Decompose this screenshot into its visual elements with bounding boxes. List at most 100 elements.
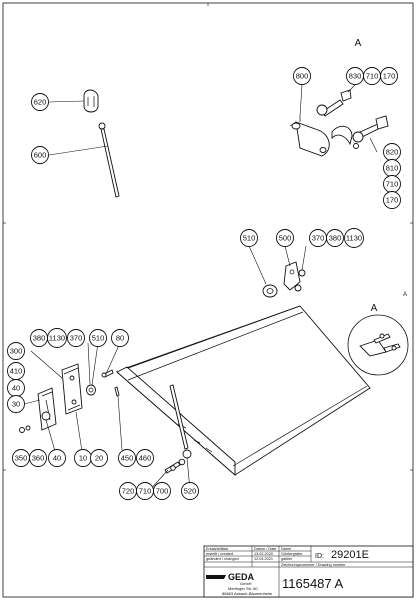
- callout-700: 700: [153, 482, 171, 500]
- callout-370a: 370: [309, 229, 327, 247]
- callout-620: 620: [31, 93, 49, 111]
- callout-group: 620 600 800 830 710 170 820 810 710 170 …: [7, 67, 401, 500]
- side-bracket-drawing: [61, 363, 83, 415]
- svg-text:40: 40: [53, 454, 61, 463]
- svg-text:720: 720: [122, 487, 135, 496]
- svg-text:300: 300: [10, 347, 23, 356]
- svg-text:810: 810: [386, 164, 399, 173]
- svg-text:350: 350: [15, 454, 28, 463]
- rope-drawing: [98, 122, 120, 198]
- detail-a-inset-drawing: [347, 314, 409, 376]
- callout-1130a: 1130: [344, 228, 364, 248]
- svg-text:710: 710: [366, 72, 379, 81]
- svg-text:410: 410: [10, 367, 23, 376]
- callout-510b: 510: [89, 329, 107, 347]
- tb-drawing-number: 1165487 A: [282, 576, 344, 591]
- callout-20: 20: [90, 449, 108, 467]
- svg-text:820: 820: [386, 148, 399, 157]
- tb-address-line2: 86663 Asbach-Bäumenheim: [222, 591, 273, 596]
- tb-erstellt-name: Güntergrabe: [281, 552, 302, 556]
- svg-text:700: 700: [156, 487, 169, 496]
- title-block: Ersatzteilliste Datum / Date Name erstel…: [203, 545, 414, 598]
- callout-170a: 170: [380, 67, 398, 85]
- callout-710a: 710: [363, 67, 381, 85]
- callout-510a: 510: [240, 229, 258, 247]
- company-logo: GEDA: [206, 572, 255, 582]
- callout-520: 520: [181, 482, 199, 500]
- svg-text:170: 170: [386, 196, 399, 205]
- tb-address-line1: Mertinger Str. 60: [228, 586, 258, 591]
- svg-text:1130: 1130: [49, 334, 65, 343]
- bracket-500-drawing: [283, 261, 306, 292]
- svg-text:510: 510: [243, 234, 256, 243]
- callout-410: 410: [7, 362, 25, 380]
- svg-text:510: 510: [92, 334, 105, 343]
- svg-text:80: 80: [116, 334, 124, 343]
- callout-460: 460: [136, 449, 154, 467]
- svg-text:360: 360: [32, 454, 45, 463]
- callout-820: 820: [383, 143, 401, 161]
- svg-text:GEDA: GEDA: [228, 572, 255, 582]
- callout-710b: 710: [383, 175, 401, 193]
- callout-1130b: 1130: [47, 328, 67, 348]
- callout-800: 800: [293, 67, 311, 85]
- screws-720-drawing: [164, 458, 186, 474]
- callout-710c: 710: [136, 482, 154, 500]
- svg-text:380: 380: [329, 234, 342, 243]
- callout-40a: 40: [7, 379, 25, 397]
- bolt-820-drawing: [352, 115, 389, 149]
- tb-erstellt-date: 13.02.2020: [254, 552, 273, 556]
- svg-text:800: 800: [296, 72, 309, 81]
- callout-380a: 380: [326, 229, 344, 247]
- pin-80-drawing: [101, 369, 114, 378]
- tb-geaendert: geändert / changed: [206, 557, 239, 561]
- screws-350-drawing: [19, 425, 31, 433]
- callout-380b: 380: [30, 329, 48, 347]
- callout-170b: 170: [383, 191, 401, 209]
- callout-10: 10: [74, 449, 92, 467]
- callout-810: 810: [383, 159, 401, 177]
- detail-a-top-label: A: [355, 38, 362, 49]
- svg-text:20: 20: [95, 454, 103, 463]
- svg-text:710: 710: [386, 180, 399, 189]
- hinge-bracket-drawing: [289, 116, 353, 157]
- svg-text:460: 460: [139, 454, 152, 463]
- svg-text:380: 380: [33, 334, 46, 343]
- callout-30: 30: [7, 395, 25, 413]
- svg-text:620: 620: [34, 98, 47, 107]
- svg-text:500: 500: [279, 234, 292, 243]
- tb-id-prefix: ID:: [315, 553, 324, 560]
- callout-600: 600: [31, 146, 49, 164]
- svg-text:830: 830: [349, 72, 362, 81]
- tb-zeichnungsnummer-label: Zeichnungsnummer / Drawing number: [281, 563, 346, 567]
- tb-id-value: 29201E: [331, 549, 369, 561]
- svg-text:710: 710: [139, 487, 152, 496]
- svg-text:170: 170: [383, 72, 396, 81]
- svg-text:10: 10: [79, 454, 87, 463]
- detail-a-inset-label: A: [371, 303, 378, 314]
- svg-text:30: 30: [12, 400, 20, 409]
- svg-text:40: 40: [12, 384, 20, 393]
- svg-text:450: 450: [121, 454, 134, 463]
- callout-370b: 370: [67, 329, 85, 347]
- tb-geaendert-date: 12.04.2021: [254, 557, 273, 561]
- roller-510-top-drawing: [262, 284, 278, 298]
- frame-zone-letter: A: [403, 292, 407, 298]
- callout-360: 360: [29, 449, 47, 467]
- pin-450-drawing: [114, 386, 120, 397]
- svg-text:1130: 1130: [346, 234, 362, 243]
- callout-40b: 40: [48, 449, 66, 467]
- roller-510-left-drawing: [86, 384, 96, 396]
- svg-text:370: 370: [312, 234, 325, 243]
- bolt-830-drawing: [316, 89, 352, 117]
- platform-drawing: [116, 305, 371, 476]
- tb-erstellt: erstellt / created: [206, 552, 233, 556]
- callout-350: 350: [12, 449, 30, 467]
- callout-830: 830: [346, 67, 364, 85]
- tb-company-suffix: GmbH: [240, 581, 252, 586]
- callout-80: 80: [111, 329, 129, 347]
- carabiner-hook-drawing: [83, 89, 99, 113]
- tb-ersatzteilliste: Ersatzteilliste: [206, 547, 228, 551]
